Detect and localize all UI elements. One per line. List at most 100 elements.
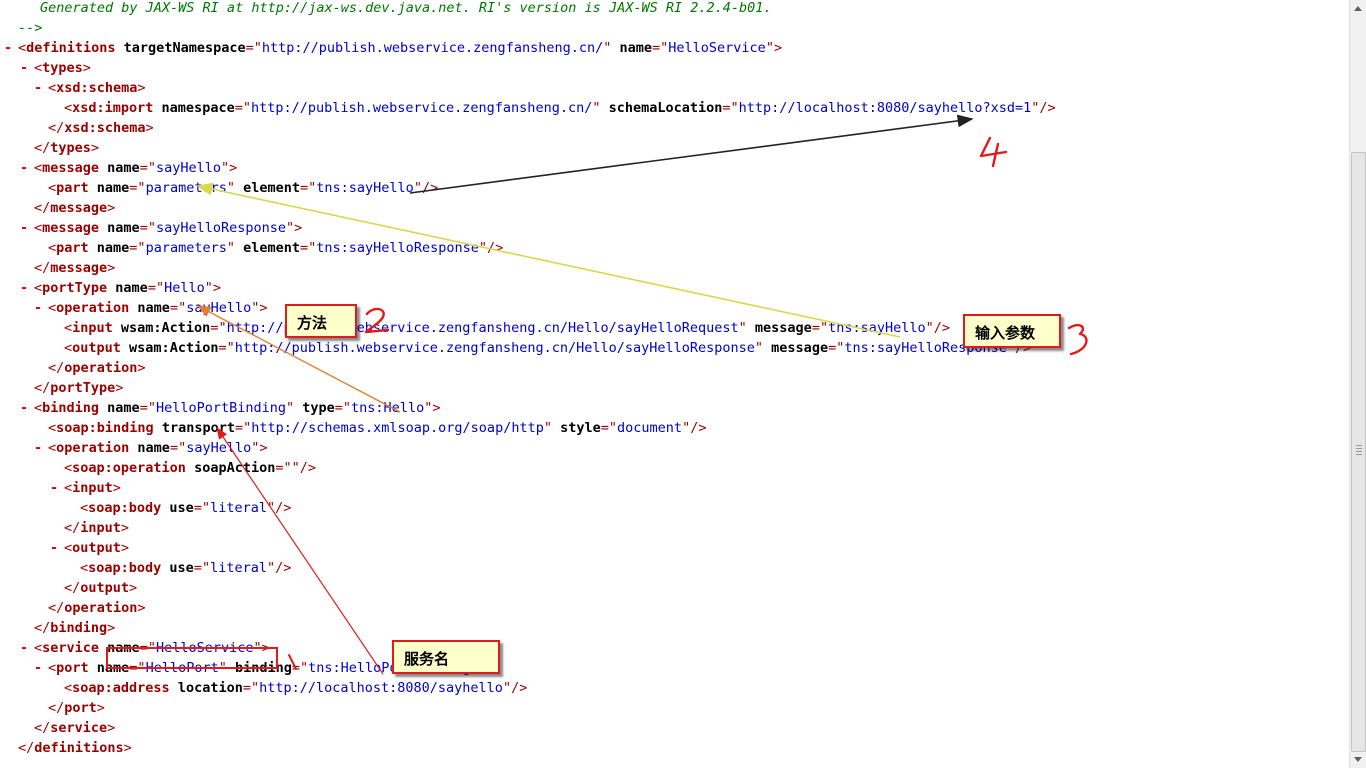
xml-attr-value: HelloPort (145, 660, 219, 676)
collapse-toggle[interactable]: - (20, 280, 29, 296)
xml-punctuation: > (137, 600, 146, 616)
arrow-input-message-to-message-name (196, 182, 901, 338)
xml-attr-value: http://publish.webservice.zengfansheng.c… (234, 340, 755, 356)
vertical-scrollbar[interactable] (1349, 0, 1366, 768)
collapse-toggle[interactable]: - (50, 540, 59, 556)
xml-attr-name: name (107, 280, 148, 296)
xml-punctuation: > (115, 380, 124, 396)
xml-attr-value: parameters (145, 240, 227, 256)
xml-punctuation: =" (129, 660, 146, 676)
xml-punctuation: "/> (1006, 340, 1032, 356)
scrollbar-thumb[interactable] (1351, 152, 1366, 752)
xml-punctuation: =" (234, 100, 251, 116)
xml-attr-value: HelloPortBinding (155, 400, 286, 416)
xml-punctuation: </ (18, 740, 35, 756)
xml-punctuation: < (80, 560, 89, 576)
xml-attr-value: sayHello (186, 300, 252, 316)
xml-line-content: </portType> (34, 378, 123, 398)
xml-punctuation: " (226, 240, 235, 256)
xml-punctuation: > (112, 480, 121, 496)
collapse-toggle[interactable]: - (20, 220, 29, 236)
xml-punctuation: > (107, 720, 116, 736)
xml-punctuation: "> (220, 160, 238, 176)
xml-tag-name: binding (42, 400, 100, 416)
xml-line-content: <portType name="Hello"> (34, 278, 221, 298)
xml-punctuation: =" (245, 40, 262, 56)
xml-line-content: <message name="sayHello"> (34, 158, 237, 178)
xml-tag-name: operation (56, 440, 130, 456)
scroll-up-arrow-icon[interactable] (1350, 0, 1366, 17)
xml-line-content: <binding name="HelloPortBinding" type="t… (34, 398, 440, 418)
xml-attr-value: literal (210, 500, 267, 516)
xml-attr-name: element (234, 180, 301, 196)
xml-attr-name: use (161, 560, 194, 576)
xml-tag-name: input (72, 320, 113, 336)
collapse-toggle[interactable]: - (20, 60, 29, 76)
xml-line-content: <part name="parameters" element="tns:say… (48, 178, 438, 198)
collapse-toggle[interactable]: - (34, 660, 43, 676)
xml-attr-value: parameters (145, 180, 227, 196)
xml-tag-name: soap:address (72, 680, 170, 696)
xml-punctuation: < (48, 80, 57, 96)
xml-line-content: <xsd:schema> (48, 78, 146, 98)
xml-punctuation: =" (652, 40, 669, 56)
xml-line-content: <operation name="sayHello"> (48, 438, 268, 458)
scroll-down-arrow-icon[interactable] (1350, 751, 1366, 768)
xml-attr-name: name (611, 40, 653, 56)
xml-attr-name: transport (153, 420, 235, 436)
xml-tag-name: message (50, 260, 108, 276)
xml-punctuation: > (107, 260, 116, 276)
xml-punctuation: < (64, 680, 73, 696)
collapse-toggle[interactable]: - (34, 440, 43, 456)
xml-punctuation: < (80, 500, 89, 516)
xml-line-content: </binding> (34, 618, 115, 638)
xml-attr-name: namespace (153, 100, 235, 116)
xml-punctuation: < (64, 320, 73, 336)
xml-punctuation: < (34, 400, 43, 416)
xml-attr-value: http://localhost:8080/sayhello (259, 680, 503, 696)
xml-attr-name: wsam:Action (112, 320, 211, 336)
collapse-toggle[interactable]: - (20, 400, 29, 416)
collapse-toggle[interactable]: - (34, 300, 43, 316)
collapse-toggle[interactable]: - (34, 80, 43, 96)
xml-punctuation: =" (129, 240, 146, 256)
xml-punctuation: " (603, 40, 612, 56)
xml-punctuation: "/> (682, 420, 707, 436)
xml-punctuation: =" (600, 420, 618, 436)
xml-tag-name: types (50, 140, 91, 156)
xml-punctuation: </ (34, 620, 51, 636)
xml-line-content: <types> (34, 58, 91, 78)
collapse-toggle[interactable]: - (20, 640, 29, 656)
xml-punctuation: "/> (478, 240, 504, 256)
xml-punctuation: "/> (1031, 100, 1056, 116)
xml-line-content: </service> (34, 718, 115, 738)
xml-punctuation: "/> (925, 320, 951, 336)
xml-line-content: <xsd:import namespace="http://publish.we… (64, 98, 1056, 118)
xml-punctuation: " (754, 340, 764, 356)
xml-punctuation: =" (722, 100, 739, 116)
xml-punctuation: > (107, 620, 116, 636)
xml-punctuation: =" (139, 640, 156, 656)
xml-attr-value: HelloService (668, 40, 766, 56)
handwritten-mark-3: 3 (1067, 323, 1088, 356)
xml-punctuation: > (82, 60, 91, 76)
xml-punctuation: "> (251, 300, 268, 316)
xml-punctuation: =" (300, 180, 317, 196)
xml-tag-name: operation (56, 300, 130, 316)
xml-punctuation: < (64, 480, 73, 496)
xml-punctuation: =" (139, 220, 156, 236)
xml-attr-name: style (551, 420, 601, 436)
xml-line-content: <soap:operation soapAction=""/> (64, 458, 316, 478)
xml-punctuation: </ (64, 580, 81, 596)
collapse-toggle[interactable]: - (20, 160, 29, 176)
xml-punctuation: =" (300, 240, 317, 256)
collapse-toggle[interactable]: - (50, 480, 59, 496)
xml-attr-name: type (294, 400, 335, 416)
xml-attr-name: wsam:Action (120, 340, 219, 356)
xml-punctuation: =" (291, 660, 309, 676)
collapse-toggle[interactable]: - (4, 40, 13, 56)
xml-line-content: <soap:address location="http://localhost… (64, 678, 527, 698)
xml-attr-name: name (88, 240, 130, 256)
xml-attr-name: name (129, 440, 170, 456)
